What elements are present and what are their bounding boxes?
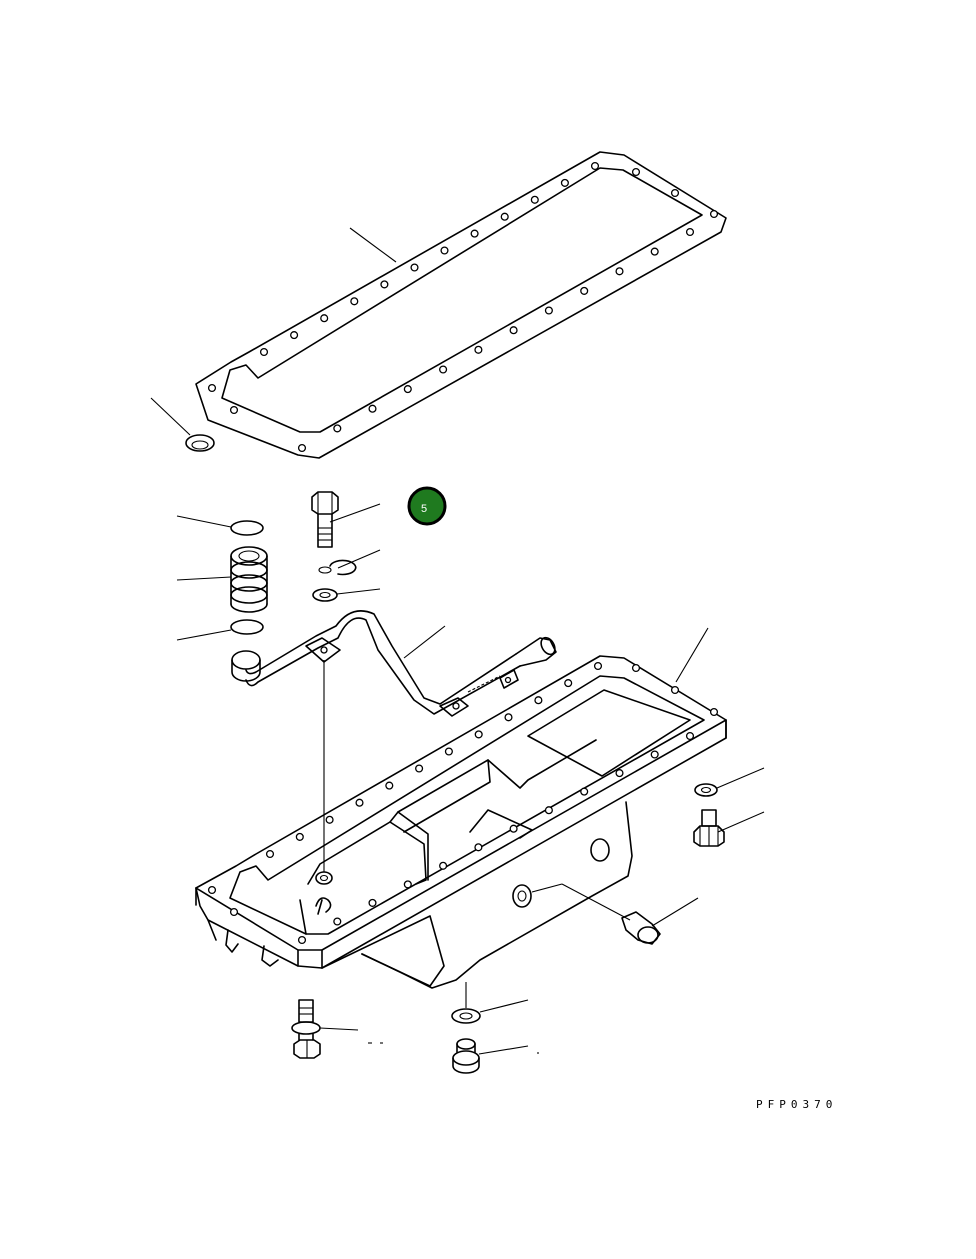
- bolt-hole: [320, 314, 329, 323]
- bolt-hole: [368, 898, 377, 907]
- bolt-hole: [444, 747, 453, 756]
- bolt-hole: [474, 345, 483, 354]
- leader-line: [478, 1045, 529, 1055]
- bolt-hole: [544, 306, 553, 315]
- bolt-hole: [530, 195, 539, 204]
- bolt-hole: [709, 707, 719, 717]
- leader-line: [176, 515, 232, 528]
- bolt-hole: [504, 713, 513, 722]
- leader-line: [479, 999, 529, 1013]
- bolt-hole: [207, 383, 217, 393]
- retaining-ring: [185, 434, 215, 452]
- bolt-hole: [470, 229, 479, 238]
- callout-5-badge[interactable]: 5: [407, 486, 447, 526]
- bolt-hole: [297, 443, 307, 453]
- bolt-hole: [325, 815, 334, 824]
- bolt-hole: [650, 750, 659, 759]
- bolt-hole: [685, 227, 695, 237]
- bolt-hole: [410, 263, 419, 272]
- bolt: [311, 491, 339, 548]
- bolt-hole: [350, 297, 359, 306]
- washer-right: [694, 783, 718, 797]
- stud-bolt-bottom: [291, 999, 321, 1059]
- bolt-hole: [670, 188, 680, 198]
- leader-line: [150, 397, 191, 436]
- bolt-hole: [229, 907, 239, 917]
- leader-line: [329, 503, 381, 523]
- drain-plug-bottom: [452, 1038, 480, 1074]
- leader-line: [336, 588, 381, 595]
- bolt-hole: [439, 365, 448, 374]
- bolt-hole: [385, 781, 394, 790]
- bolt-hole: [265, 849, 275, 859]
- bolt-hole: [590, 161, 600, 171]
- bolt-hole: [474, 843, 483, 852]
- flat-washer: [312, 588, 338, 602]
- bolt-hole: [580, 286, 589, 295]
- bolt-hole: [560, 178, 569, 187]
- leader-line: [349, 227, 397, 263]
- bolt-hole: [297, 935, 307, 945]
- bolt-hole: [580, 787, 589, 796]
- bolt-hole: [593, 661, 603, 671]
- leader-line: [176, 629, 232, 641]
- bolt-hole: [380, 280, 389, 289]
- leader-line: [531, 883, 563, 893]
- bolt-hole: [368, 404, 377, 413]
- o-ring-lower: [230, 619, 264, 635]
- oil-pan-gasket: [195, 151, 727, 459]
- leader-line: [403, 625, 446, 659]
- o-ring-upper: [230, 520, 264, 536]
- sleeve-stack: [230, 546, 268, 613]
- bolt-hole: [403, 385, 412, 394]
- bolt-hole: [474, 730, 483, 739]
- leader-line: [675, 627, 709, 683]
- leader-line: [716, 767, 765, 789]
- bolt-hole: [509, 824, 518, 833]
- bolt-hole: [415, 764, 424, 773]
- sensor-plug: [621, 911, 661, 945]
- oil-pan: [195, 655, 727, 989]
- bolt-hole: [564, 679, 573, 688]
- bolt-hole: [544, 806, 553, 815]
- washer-bottom: [451, 1008, 481, 1024]
- bolt-hole: [403, 880, 412, 889]
- bolt-hole: [439, 861, 448, 870]
- bolt-hole: [631, 663, 641, 673]
- leader-line: [337, 549, 381, 569]
- bolt-hole: [355, 798, 364, 807]
- drawing-code: PFP0370: [756, 1098, 837, 1111]
- bolt-hole: [290, 331, 299, 340]
- leader-line: [717, 811, 765, 833]
- drain-plug-right: [693, 809, 725, 847]
- bolt-hole: [333, 424, 342, 433]
- suction-tube: [231, 610, 557, 717]
- leader-line: [176, 576, 232, 581]
- bolt-hole: [534, 696, 543, 705]
- bolt-hole: [259, 347, 269, 357]
- callout-5-label: 5: [421, 503, 427, 515]
- leader-line: [319, 1027, 359, 1031]
- bolt-hole: [500, 212, 509, 221]
- bolt-hole: [709, 209, 719, 219]
- bolt-hole: [650, 247, 659, 256]
- bolt-hole: [615, 769, 624, 778]
- bolt-hole: [229, 405, 239, 415]
- bolt-hole: [615, 267, 624, 276]
- bolt-hole: [333, 917, 342, 926]
- bolt-hole: [440, 246, 449, 255]
- bolt-hole: [509, 326, 518, 335]
- bolt-hole: [295, 832, 304, 841]
- leader-line: [561, 883, 631, 921]
- bolt-hole: [207, 885, 217, 895]
- bolt-hole: [685, 731, 695, 741]
- bolt-hole: [631, 167, 641, 177]
- lock-washer: [318, 559, 357, 576]
- leader-line: [651, 897, 699, 927]
- bolt-hole: [670, 685, 680, 695]
